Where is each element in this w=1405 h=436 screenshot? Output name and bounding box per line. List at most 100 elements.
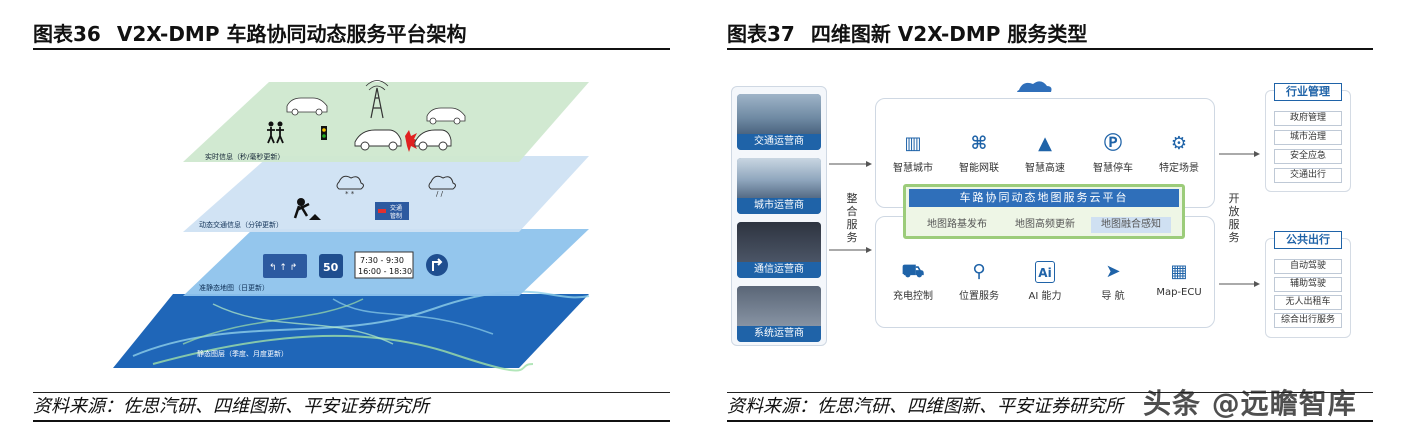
figure-37-title-text: 四维图新 V2X-DMP 服务类型	[810, 22, 1088, 46]
connector-lines	[829, 81, 1260, 287]
open-char: 服	[1228, 218, 1240, 231]
traffic-light-icon	[321, 126, 327, 140]
layer-stack: 静态图层（季度、月度更新） 准静态地图（日更新） ↰ ↑ ↱ 50 7:30 -…	[113, 80, 590, 372]
integrate-char: 务	[846, 231, 858, 244]
time-restriction-sign-icon: 7:30 - 9:30 16:00 - 18:30	[354, 251, 414, 279]
group-title: 公共出行	[1274, 231, 1342, 249]
open-char: 务	[1228, 231, 1240, 244]
service-smart-city: ▥ 智慧城市	[882, 133, 944, 174]
group-item: 城市治理	[1274, 130, 1342, 145]
signal-tower-icon	[365, 80, 389, 119]
traffic-control-sign-icon: 交通 管制	[375, 202, 409, 220]
operator-card-traffic: 交通运营商	[737, 94, 821, 150]
quasi-static-layer-label: 准静态地图（日更新）	[199, 283, 269, 292]
collision-icon	[354, 129, 452, 152]
platform-sub-item: 地图融合感知	[1091, 217, 1171, 233]
service-label: Map-ECU	[1156, 287, 1202, 298]
service-charging: ⛟ 充电控制	[882, 261, 944, 302]
operator-label: 系统运营商	[737, 326, 821, 342]
service-location: ⚲ 位置服务	[948, 261, 1010, 302]
integrate-char: 服	[846, 218, 858, 231]
static-layer-label: 静态图层（季度、月度更新）	[197, 349, 288, 358]
navigation-icon: ➤	[1105, 261, 1121, 282]
realtime-layer-label: 实时信息（秒/毫秒更新）	[205, 152, 284, 161]
group-item: 政府管理	[1274, 111, 1342, 126]
network-icon: ⌘	[970, 133, 988, 154]
service-label: 智能网联	[959, 163, 999, 174]
figure-36-source: 资料来源：佐思汽研、四维图新、平安证券研究所	[33, 392, 670, 422]
platform-sub-item: 地图高频更新	[1015, 219, 1075, 230]
operator-label: 通信运营商	[737, 262, 821, 278]
service-label: 导 航	[1101, 291, 1125, 302]
svg-text:* *: * *	[345, 190, 355, 198]
service-label: 智慧停车	[1093, 163, 1133, 174]
time-sign-line-2: 16:00 - 18:30	[358, 267, 412, 276]
group-item: 综合出行服务	[1274, 313, 1342, 328]
car-icon-2	[426, 107, 466, 125]
group-item: 无人出租车	[1274, 295, 1342, 310]
time-sign-line-1: 7:30 - 9:30	[360, 256, 404, 265]
road-icon: ▲	[1038, 133, 1052, 154]
platform-sub-item: 地图路基发布	[927, 219, 987, 230]
operator-label: 城市运营商	[737, 198, 821, 214]
open-service-label: 开 放 服 务	[1227, 192, 1241, 244]
open-char: 开	[1228, 192, 1240, 205]
svg-text:↰ ↑ ↱: ↰ ↑ ↱	[269, 263, 297, 273]
figure-36-number: 图表36	[33, 22, 101, 46]
city-photo	[737, 158, 821, 198]
location-icon: ⚲	[972, 261, 986, 282]
static-layer: 静态图层（季度、月度更新）	[113, 290, 590, 372]
service-label: AI 能力	[1028, 291, 1062, 302]
traffic-control-text-2: 管制	[390, 212, 402, 220]
car-icon	[286, 97, 328, 116]
service-parking: Ⓟ 智慧停车	[1082, 133, 1144, 174]
figure-37-source: 资料来源：佐思汽研、四维图新、平安证券研究所	[727, 392, 1373, 422]
rain-cloud-icon: / /	[428, 175, 456, 198]
turn-sign-icon	[426, 254, 448, 276]
parking-icon: Ⓟ	[1104, 133, 1122, 154]
open-char: 放	[1228, 205, 1240, 218]
bar-chart-icon: ▥	[904, 133, 922, 154]
layered-architecture-diagram: 静态图层（季度、月度更新） 准静态地图（日更新） ↰ ↑ ↱ 50 7:30 -…	[33, 64, 670, 378]
pedestrians-icon	[267, 121, 284, 144]
service-label: 智慧高速	[1025, 163, 1065, 174]
group-item: 安全应急	[1274, 149, 1342, 164]
group-item: 交通出行	[1274, 168, 1342, 183]
car-charge-icon: ⛟	[901, 261, 925, 282]
service-highway: ▲ 智慧高速	[1014, 133, 1076, 174]
speed-limit-value: 50	[323, 261, 339, 274]
public-mobility-group: 公共出行 自动驾驶 辅助驾驶 无人出租车 综合出行服务	[1265, 231, 1351, 338]
operator-card-system: 系统运营商	[737, 286, 821, 342]
weather-cloud-icon: * *	[336, 175, 364, 198]
integrate-char: 整	[846, 192, 858, 205]
operator-card-telecom: 通信运营商	[737, 222, 821, 278]
integrate-service-label: 整 合 服 务	[845, 192, 859, 244]
traffic-control-text-1: 交通	[390, 204, 402, 212]
realtime-layer: 实时信息（秒/毫秒更新）	[183, 80, 589, 162]
highway-photo	[737, 94, 821, 134]
service-connected: ⌘ 智能网联	[948, 133, 1010, 174]
svg-text:/ /: / /	[436, 190, 444, 198]
service-special-scene: ⚙ 特定场景	[1148, 133, 1210, 174]
dynamic-layer-label: 动态交通信息（分钟更新）	[199, 220, 283, 229]
service-label: 特定场景	[1159, 163, 1199, 174]
dynamic-layer: 动态交通信息（分钟更新） * * / / 交通	[183, 156, 589, 232]
group-item: 自动驾驶	[1274, 259, 1342, 274]
camera-photo	[737, 286, 821, 326]
operator-card-city: 城市运营商	[737, 158, 821, 214]
quasi-static-layer: 准静态地图（日更新） ↰ ↑ ↱ 50 7:30 - 9:30 16:00 - …	[183, 229, 589, 296]
service-label: 智慧城市	[893, 163, 933, 174]
lane-sign-icon: ↰ ↑ ↱	[263, 254, 307, 278]
service-label: 位置服务	[959, 291, 999, 302]
chip-photo	[737, 222, 821, 262]
group-item: 辅助驾驶	[1274, 277, 1342, 292]
group-title: 行业管理	[1274, 83, 1342, 101]
operator-label: 交通运营商	[737, 134, 821, 150]
industry-management-group: 行业管理 政府管理 城市治理 安全应急 交通出行	[1265, 83, 1351, 192]
service-label: 充电控制	[893, 291, 933, 302]
road-work-icon	[293, 198, 321, 220]
